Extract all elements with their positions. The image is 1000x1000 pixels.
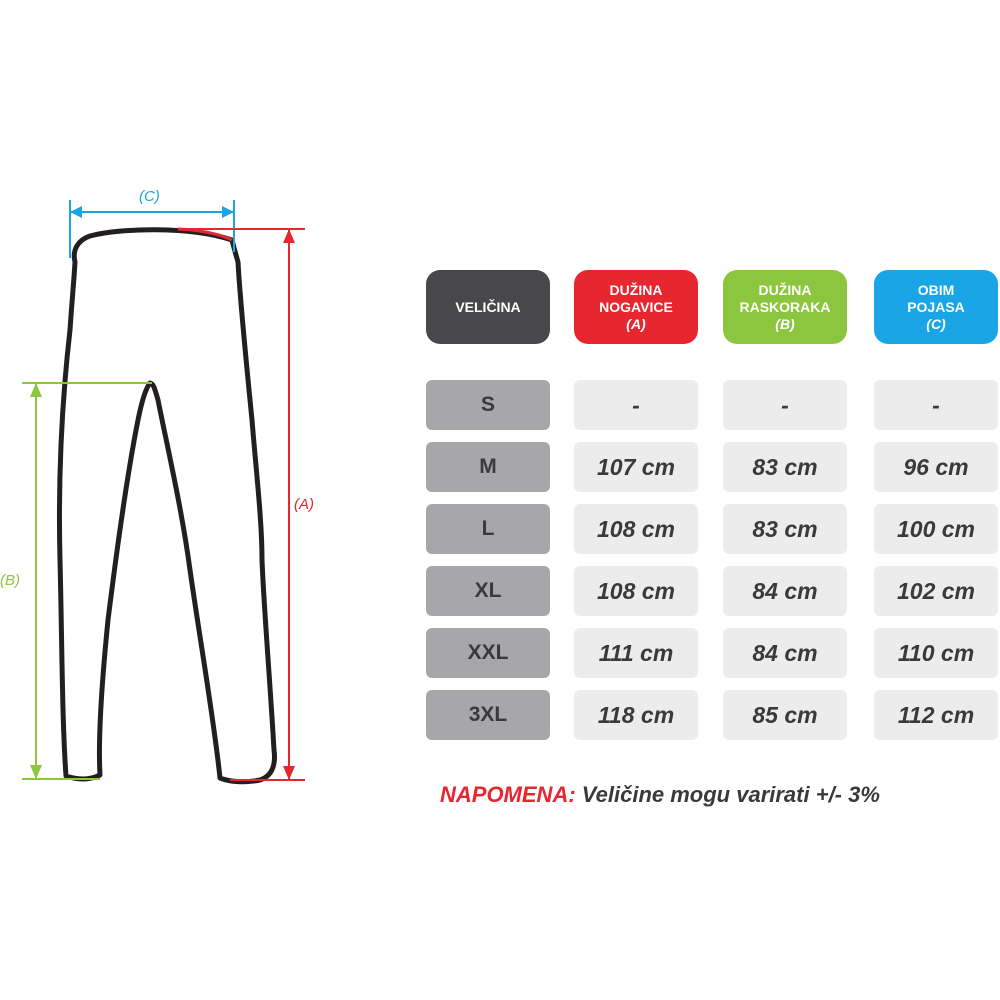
- waist-cell: -: [874, 380, 998, 430]
- header-leg-length: DUŽINA NOGAVICE (A): [574, 270, 698, 344]
- header-size-label: VELIČINA: [455, 298, 521, 315]
- leg-length-cell: 107 cm: [574, 442, 698, 492]
- waist-cell: 102 cm: [874, 566, 998, 616]
- note-text: Veličine mogu varirati +/- 3%: [575, 782, 880, 807]
- leg-length-cell: 108 cm: [574, 566, 698, 616]
- waist-cell: 96 cm: [874, 442, 998, 492]
- header-inseam-line3: (B): [775, 315, 795, 332]
- header-leg-length-line2: NOGAVICE: [599, 298, 673, 315]
- header-inseam-line1: DUŽINA: [758, 281, 812, 298]
- leg-length-cell: 108 cm: [574, 504, 698, 554]
- length-arrow-top: [283, 229, 295, 243]
- size-cell: M: [426, 442, 550, 492]
- waist-cell: 110 cm: [874, 628, 998, 678]
- waist-arrow-right: [222, 206, 234, 218]
- pants-outline: [56, 227, 277, 785]
- size-cell: XXL: [426, 628, 550, 678]
- inseam-cell: 83 cm: [723, 442, 847, 492]
- note-label: NAPOMENA:: [440, 782, 576, 807]
- leg-length-cell: -: [574, 380, 698, 430]
- inseam-cell: -: [723, 380, 847, 430]
- inseam-dimension-label: (B): [0, 572, 20, 589]
- size-cell: S: [426, 380, 550, 430]
- header-waist-line3: (C): [926, 315, 946, 332]
- waist-cell: 100 cm: [874, 504, 998, 554]
- inseam-cell: 84 cm: [723, 566, 847, 616]
- waist-arrow-left: [70, 206, 82, 218]
- inseam-cell: 84 cm: [723, 628, 847, 678]
- leg-length-cell: 118 cm: [574, 690, 698, 740]
- header-waist: OBIM POJASA (C): [874, 270, 998, 344]
- header-leg-length-line1: DUŽINA: [609, 281, 663, 298]
- inseam-arrow-bottom: [30, 765, 42, 779]
- header-inseam: DUŽINA RASKORAKA (B): [723, 270, 847, 344]
- size-cell: 3XL: [426, 690, 550, 740]
- header-size: VELIČINA: [426, 270, 550, 344]
- waist-cell: 112 cm: [874, 690, 998, 740]
- inseam-arrow-top: [30, 383, 42, 397]
- inseam-cell: 83 cm: [723, 504, 847, 554]
- inseam-cell: 85 cm: [723, 690, 847, 740]
- size-cell: L: [426, 504, 550, 554]
- size-cell: XL: [426, 566, 550, 616]
- size-note: NAPOMENA: Veličine mogu varirati +/- 3%: [440, 782, 1000, 808]
- header-waist-line2: POJASA: [907, 298, 965, 315]
- header-inseam-line2: RASKORAKA: [739, 298, 831, 315]
- pants-diagram: [22, 200, 305, 785]
- leg-length-cell: 111 cm: [574, 628, 698, 678]
- header-leg-length-line3: (A): [626, 315, 646, 332]
- header-waist-line1: OBIM: [917, 281, 955, 298]
- waist-dimension-label: (C): [139, 188, 160, 205]
- length-dimension-label: (A): [294, 496, 314, 513]
- length-arrow-bottom: [283, 766, 295, 780]
